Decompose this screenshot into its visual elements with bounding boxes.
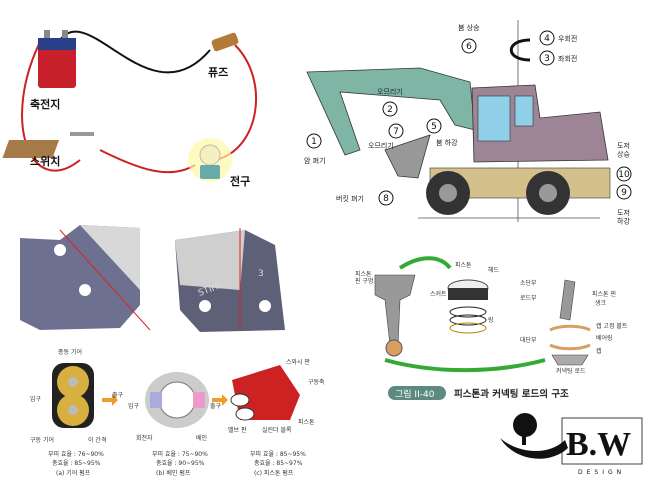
pumps-piston-swash-text: 스와시 판: [286, 358, 310, 366]
pumps-piston-shaft-text: 구동축: [308, 378, 325, 386]
excavator-numbers-5-text: 6: [466, 42, 472, 52]
logo-text-text: B.W: [566, 426, 631, 463]
pumps-gear-caption-text: (a) 기어 펌프: [56, 469, 91, 477]
figure-badge-text: 그림 II-40: [395, 388, 435, 400]
switch-label: 스위치: [30, 154, 60, 168]
excavator-numbers-0-text: 1: [311, 137, 317, 147]
pumps-gear-vol_eff-text: 부피 효율 : 76~90%: [48, 450, 104, 458]
figure-badge: [388, 386, 446, 400]
fuse-label: 퓨즈: [208, 66, 228, 79]
piston_figure-conrod-text: 커넥팅 로드: [556, 367, 586, 375]
right-swing-label: 우회전: [558, 34, 577, 43]
pumps-vane-rotor-text: 회전자: [136, 434, 153, 442]
piston_figure-big_end-text: 대단부: [520, 336, 537, 344]
piston_figure-head-text: 헤드: [488, 266, 500, 274]
bucket-curl-label: 오므리기: [368, 141, 394, 150]
pumps-piston-total_eff-text: 총효율 : 85~97%: [254, 459, 303, 467]
saw-chain-images: STIHL 3: [20, 225, 285, 332]
excavator-diagram: 1 2 3 4 5 6 7 8 9 10 붐 상승 우회전 좌회전 오므리기 오…: [304, 20, 632, 225]
excavator-numbers-2-text: 3: [544, 54, 550, 64]
pump-diagrams: 종동 기어 입구 출구 구동 기어 이 간격 부피 효율 : 76~90% 총효…: [30, 348, 325, 477]
logo-sub-text: DESIGN: [578, 469, 625, 476]
pumps-vane-vol_eff-text: 부피 효율 : 75~90%: [152, 450, 208, 458]
pumps-vane-vane-text: 베인: [196, 434, 207, 442]
excavator-numbers-7-text: 8: [383, 194, 389, 204]
bulb-label: 전구: [230, 174, 250, 188]
pumps-vane-caption-text: (b) 베인 펌프: [156, 469, 191, 477]
pumps-piston-valve-text: 밸브 판: [228, 426, 247, 434]
excavator-numbers-3-text: 4: [544, 34, 550, 44]
gear-pump-icon: [52, 363, 94, 428]
pumps-piston-cylinder-text: 실린더 블록: [262, 426, 292, 434]
excavator-numbers-1-text: 2: [387, 105, 393, 115]
pumps-vane-total_eff-text: 총효율 : 90~95%: [156, 459, 205, 467]
pumps-piston-piston-text: 피스톤: [298, 418, 315, 426]
pumps-gear-outlet-text: 출구: [112, 391, 124, 399]
pumps-gear-tooth_gap-text: 이 간격: [88, 436, 106, 444]
pumps-gear-total_eff-text: 총효율 : 85~95%: [52, 459, 101, 467]
piston_figure-rod_part-text: 로드부: [520, 295, 537, 302]
pumps-piston-vol_eff-text: 부피 효율 : 85~95%: [250, 450, 306, 458]
piston_figure-piston_pin-text: 피스톤 핀: [592, 290, 616, 298]
bw-design-logo: B.W DESIGN: [500, 413, 643, 476]
switch-icon: [2, 132, 94, 158]
left-swing-label: 좌회전: [558, 54, 577, 63]
excavator-numbers-4-text: 5: [431, 122, 437, 132]
arm-out-label: 암 펴기: [304, 156, 326, 165]
excavator-numbers-6-text: 7: [393, 127, 399, 137]
fuse-icon: [211, 32, 239, 52]
battery-icon: [38, 30, 76, 88]
pumps-vane-inlet-text: 입구: [128, 402, 140, 410]
piston_figure-cap-text: 캡: [596, 348, 602, 355]
excavator-numbers-8-text: 9: [621, 188, 627, 198]
pumps-gear-driven_gear-text: 종동 기어: [58, 348, 82, 356]
battery-label: 축전지: [30, 97, 60, 111]
piston-pump-icon: [230, 365, 300, 421]
motion-number-markers: 1 2 3 4 5 6 7 8 9 10: [306, 30, 632, 206]
vane-pump-icon: [145, 372, 209, 428]
piston_figure-piston-text: 피스톤: [455, 261, 472, 269]
piston_figure-ring-text: 링: [488, 317, 494, 324]
excavator-numbers-9-text: 10: [618, 170, 630, 180]
pumps-gear-inlet-text: 입구: [30, 395, 42, 403]
piston_figure-shank-text: 생크: [595, 299, 607, 307]
circuit-diagram: 축전지 퓨즈 스위치 전구: [2, 30, 257, 188]
figure-title: 피스톤과 커넥팅 로드의 구조: [454, 388, 569, 400]
pumps-piston-caption-text: (c) 피스톤 펌프: [254, 469, 294, 477]
boom-down-label: 붐 하강: [436, 138, 458, 147]
arm-curl-label: 오므리기: [377, 87, 403, 96]
piston_figure-skirt-text: 스커트: [430, 290, 447, 298]
bucket-out-label: 버킷 펴기: [336, 194, 364, 203]
pumps-vane-outlet-text: 출구: [210, 402, 222, 410]
boom-up-label: 붐 상승: [458, 23, 480, 32]
piston_figure-bearing-text: 베어링: [596, 334, 613, 342]
piston_figure-small_end-text: 소단부: [520, 279, 537, 287]
pumps-gear-drive_gear-text: 구동 기어: [30, 436, 54, 444]
piston_figure-cap_bolt-text: 캡 고정 볼트: [596, 323, 628, 330]
bulb-icon: [188, 138, 232, 182]
chain-mark: 3: [258, 269, 264, 279]
